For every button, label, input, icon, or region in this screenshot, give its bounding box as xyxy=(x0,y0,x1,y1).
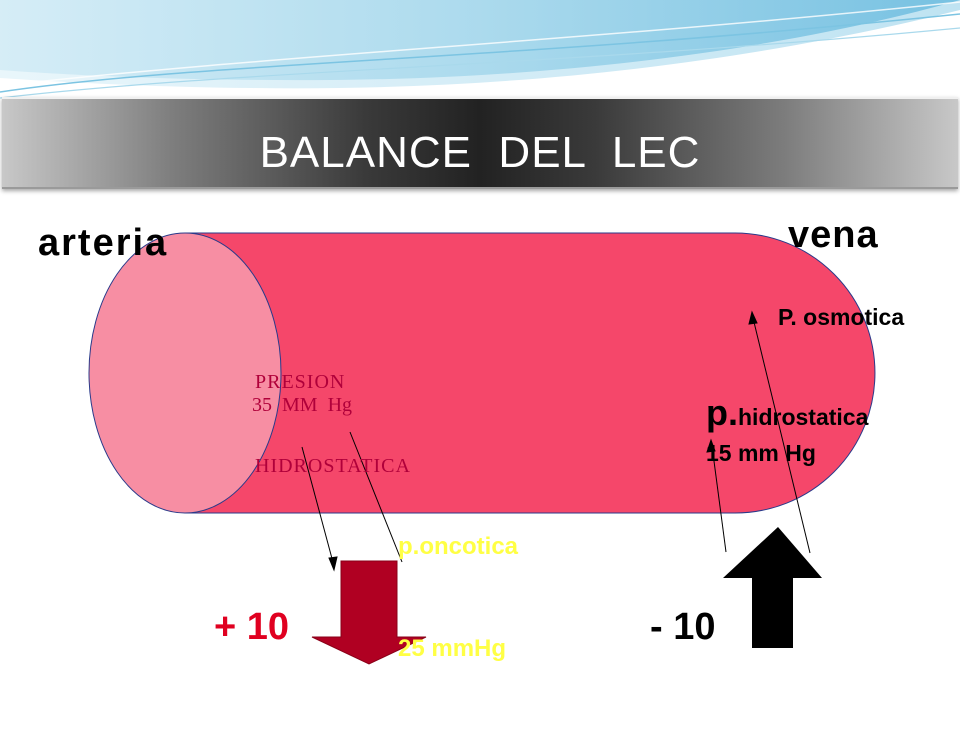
label-net-arterial: + 10 xyxy=(214,606,290,648)
presion-line-1: PRESION xyxy=(255,371,346,393)
arterial-force-lines xyxy=(301,431,403,572)
venous-force-lines xyxy=(706,310,811,554)
blood-vessel xyxy=(88,232,876,514)
vessel-body xyxy=(184,232,876,514)
label-venous-hidro-value: 15 mm Hg xyxy=(706,440,816,466)
header-wave-decoration xyxy=(0,0,960,99)
label-arteria: arteria xyxy=(38,222,169,264)
hidro-rest: hidrostatica xyxy=(738,404,869,430)
arrow-up-icon xyxy=(723,527,822,648)
label-presion-hidrostatica: PRESION HIDROSTATICA xyxy=(255,312,411,536)
label-osmotica: P. osmotica xyxy=(778,304,905,330)
arrow-down-icon xyxy=(311,560,427,665)
hidro-p: p. xyxy=(706,392,738,433)
title-bar xyxy=(2,97,958,189)
label-venous-hidrostatica: p.hidrostatica xyxy=(706,392,868,434)
oncotica-line-1: p.oncotica xyxy=(398,533,519,560)
page-title: BALANCE DEL LEC xyxy=(259,128,701,177)
vessel-arterial-end xyxy=(88,232,282,514)
label-oncotica: p.oncotica 25 mmHg xyxy=(398,462,518,734)
label-presion-value: 35 MM Hg xyxy=(252,394,353,416)
oncotica-line-2: 25 mmHg xyxy=(398,635,507,662)
presion-line-2: HIDROSTATICA xyxy=(255,455,411,477)
label-vena: vena xyxy=(788,214,879,256)
label-net-venous: - 10 xyxy=(650,606,716,648)
